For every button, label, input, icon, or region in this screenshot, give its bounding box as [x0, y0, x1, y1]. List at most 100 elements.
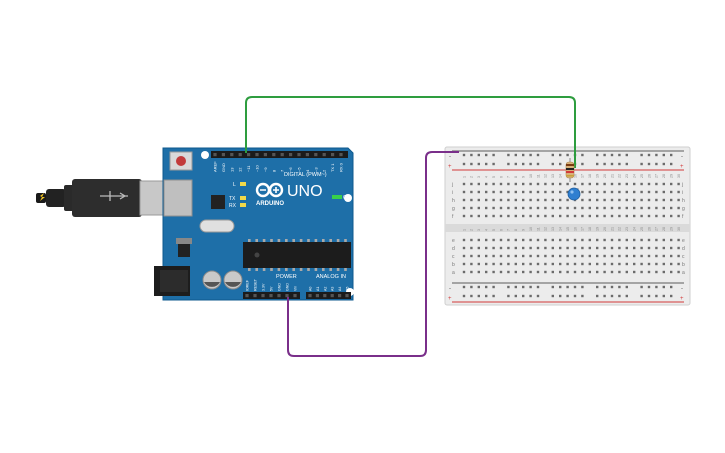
breadboard-hole[interactable] — [610, 190, 614, 194]
rail-hole[interactable] — [477, 153, 480, 157]
breadboard-hole[interactable] — [640, 254, 643, 258]
rail-hole[interactable] — [551, 153, 554, 157]
breadboard-hole[interactable] — [462, 214, 466, 218]
breadboard-hole[interactable] — [529, 214, 532, 218]
breadboard-hole[interactable] — [588, 238, 591, 242]
breadboard-hole[interactable] — [670, 214, 673, 218]
breadboard-hole[interactable] — [662, 238, 665, 242]
breadboard-hole[interactable] — [670, 182, 673, 186]
arduino-uno-board[interactable]: L TX RX ON ARDUINO UNO DIGITAL (PWM~) AR… — [154, 147, 354, 301]
breadboard-hole[interactable] — [492, 206, 495, 210]
breadboard-hole[interactable] — [485, 270, 488, 274]
breadboard-hole[interactable] — [462, 246, 466, 250]
breadboard-hole[interactable] — [470, 238, 473, 242]
breadboard-hole[interactable] — [566, 206, 569, 210]
breadboard-hole[interactable] — [633, 206, 636, 210]
rail-hole[interactable] — [618, 162, 621, 166]
breadboard-hole[interactable] — [485, 182, 488, 186]
breadboard-hole[interactable] — [581, 182, 584, 186]
breadboard-hole[interactable] — [544, 246, 547, 250]
breadboard-hole[interactable] — [499, 198, 503, 202]
breadboard-hole[interactable] — [551, 206, 554, 210]
breadboard-hole[interactable] — [529, 254, 532, 258]
breadboard-hole[interactable] — [618, 270, 621, 274]
breadboard-hole[interactable] — [507, 190, 510, 194]
breadboard-hole[interactable] — [633, 254, 636, 258]
breadboard-hole[interactable] — [596, 246, 599, 250]
rail-hole[interactable] — [507, 285, 510, 289]
breadboard-hole[interactable] — [559, 206, 562, 210]
breadboard-hole[interactable] — [647, 270, 651, 274]
rail-hole[interactable] — [573, 294, 577, 298]
breadboard-hole[interactable] — [522, 238, 525, 242]
breadboard-hole[interactable] — [536, 262, 540, 266]
breadboard-hole[interactable] — [677, 262, 680, 266]
breadboard-hole[interactable] — [514, 214, 517, 218]
breadboard-hole[interactable] — [618, 262, 621, 266]
breadboard-hole[interactable] — [647, 238, 651, 242]
breadboard-hole[interactable] — [536, 270, 540, 274]
breadboard-hole[interactable] — [551, 262, 554, 266]
breadboard-hole[interactable] — [640, 246, 643, 250]
rail-hole[interactable] — [647, 285, 651, 289]
rail-hole[interactable] — [662, 162, 665, 166]
breadboard-hole[interactable] — [551, 214, 554, 218]
breadboard-hole[interactable] — [662, 206, 665, 210]
breadboard-hole[interactable] — [655, 238, 658, 242]
breadboard-hole[interactable] — [522, 246, 525, 250]
breadboard-hole[interactable] — [581, 190, 584, 194]
breadboard-hole[interactable] — [588, 214, 591, 218]
breadboard-hole[interactable] — [581, 238, 584, 242]
breadboard-hole[interactable] — [536, 206, 540, 210]
breadboard-hole[interactable] — [573, 206, 577, 210]
rail-hole[interactable] — [670, 162, 673, 166]
breadboard-hole[interactable] — [536, 198, 540, 202]
rail-hole[interactable] — [529, 153, 532, 157]
rail-hole[interactable] — [566, 294, 569, 298]
breadboard-hole[interactable] — [522, 262, 525, 266]
rail-hole[interactable] — [529, 294, 532, 298]
breadboard-hole[interactable] — [529, 262, 532, 266]
breadboard-hole[interactable] — [610, 182, 614, 186]
breadboard-hole[interactable] — [640, 262, 643, 266]
breadboard-hole[interactable] — [529, 270, 532, 274]
breadboard-hole[interactable] — [507, 262, 510, 266]
breadboard-hole[interactable] — [581, 262, 584, 266]
rail-hole[interactable] — [655, 153, 658, 157]
breadboard-hole[interactable] — [662, 246, 665, 250]
breadboard-hole[interactable] — [514, 270, 517, 274]
analog-pin-hole[interactable] — [345, 294, 349, 298]
breadboard-hole[interactable] — [603, 198, 606, 202]
breadboard-hole[interactable] — [566, 262, 569, 266]
rail-hole[interactable] — [485, 294, 488, 298]
rail-hole[interactable] — [470, 285, 473, 289]
breadboard-hole[interactable] — [499, 262, 503, 266]
breadboard-hole[interactable] — [655, 254, 658, 258]
breadboard-hole[interactable] — [633, 238, 636, 242]
breadboard-hole[interactable] — [670, 238, 673, 242]
breadboard-hole[interactable] — [514, 198, 517, 202]
breadboard-hole[interactable] — [618, 206, 621, 210]
breadboard-hole[interactable] — [522, 190, 525, 194]
breadboard-hole[interactable] — [625, 214, 628, 218]
digital-pin-hole[interactable] — [314, 153, 318, 157]
breadboard-hole[interactable] — [662, 262, 665, 266]
breadboard-hole[interactable] — [551, 270, 554, 274]
breadboard-hole[interactable] — [603, 206, 606, 210]
breadboard-hole[interactable] — [544, 206, 547, 210]
rail-hole[interactable] — [507, 162, 510, 166]
rail-hole[interactable] — [514, 294, 517, 298]
breadboard-hole[interactable] — [485, 214, 488, 218]
breadboard-hole[interactable] — [662, 198, 665, 202]
rail-hole[interactable] — [603, 285, 606, 289]
breadboard-hole[interactable] — [559, 214, 562, 218]
breadboard-hole[interactable] — [573, 238, 577, 242]
breadboard-hole[interactable] — [536, 238, 540, 242]
rail-hole[interactable] — [492, 153, 495, 157]
breadboard-hole[interactable] — [640, 182, 643, 186]
breadboard-hole[interactable] — [514, 262, 517, 266]
breadboard-hole[interactable] — [499, 246, 503, 250]
breadboard-hole[interactable] — [514, 246, 517, 250]
breadboard-hole[interactable] — [573, 246, 577, 250]
rail-hole[interactable] — [470, 153, 473, 157]
